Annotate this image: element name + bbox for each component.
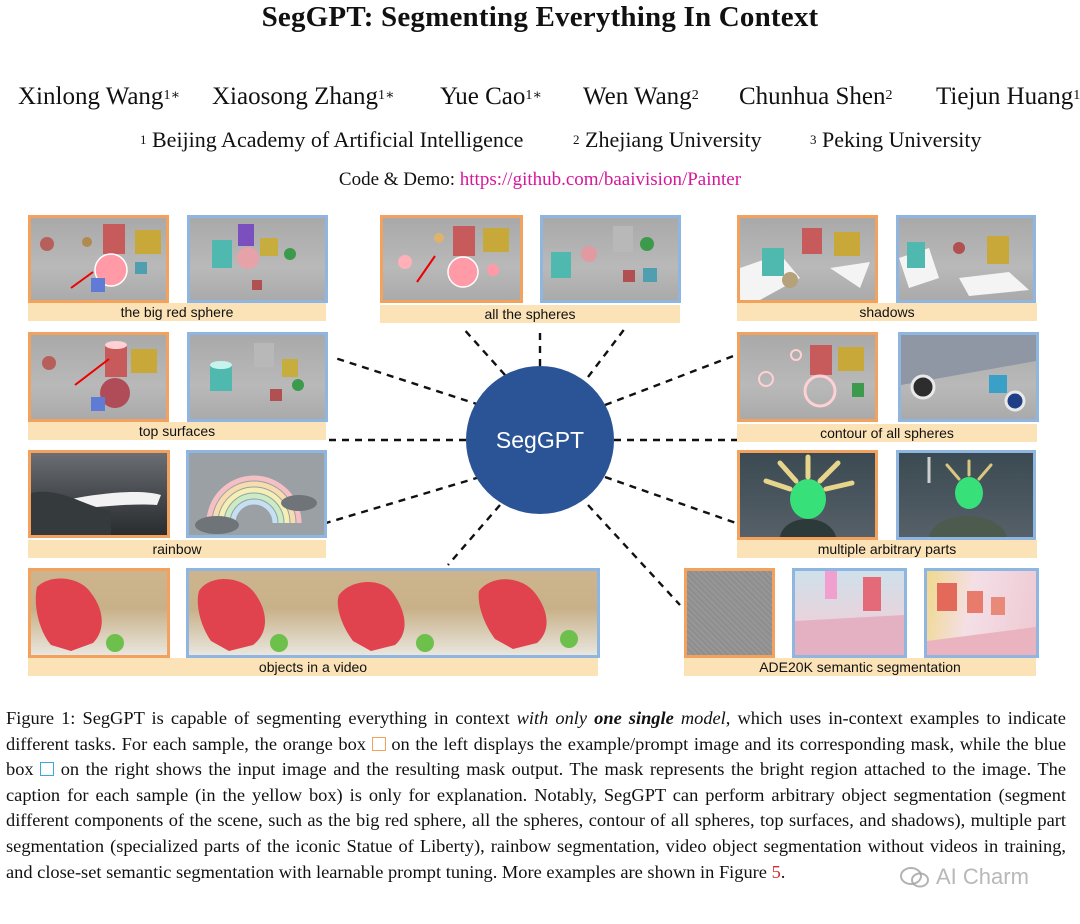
affiliation-1: 1 Beijing Academy of Artificial Intellig… [140, 127, 524, 152]
paper-title: SegGPT: Segmenting Everything In Context [261, 1, 819, 33]
clevr-scene-icon [899, 236, 1029, 296]
clevr-scene-icon [212, 224, 296, 290]
rainbow-icon [195, 475, 317, 534]
connector-line [587, 326, 627, 378]
clevr-scene-icon [740, 228, 870, 300]
caption-figure-label: Figure 1: [6, 708, 76, 728]
connector-line [331, 355, 481, 407]
author-2: Xiaosong Zhang1∗ [212, 83, 395, 110]
prompt-image-big-red-sphere [28, 215, 169, 303]
code-label: Code & Demo: [338, 169, 456, 190]
prompt-image-all-spheres [380, 215, 523, 303]
clevr-scene-icon [42, 341, 157, 411]
connector-line [604, 475, 737, 525]
input-image-shadows [896, 215, 1036, 303]
input-image-rainbow [186, 450, 327, 538]
prompt-frame-video [28, 568, 170, 658]
connector-line [461, 326, 506, 376]
sample-label: ADE20K semantic segmentation [684, 658, 1036, 676]
prompt-image-top-surfaces [28, 332, 169, 422]
cat-frames-icon [197, 579, 578, 652]
input-frames-video [186, 568, 600, 658]
affiliation-2: 2 Zhejiang University [573, 127, 762, 152]
input-image-top-surfaces [187, 332, 328, 422]
author-3: Yue Cao1∗ [440, 83, 542, 110]
author-list: Xinlong Wang1∗ Xiaosong Zhang1∗ Yue Cao1… [0, 82, 1080, 116]
author-4: Wen Wang2 [583, 83, 699, 110]
author-1: Xinlong Wang1∗ [18, 83, 180, 110]
figure-1: SegGPT the big red sphere [0, 205, 1080, 685]
sample-label: shadows [737, 303, 1037, 321]
prompt-image-shadows [737, 215, 878, 303]
code-link[interactable]: https://github.com/baaivision/Painter [459, 169, 742, 190]
input-image-ade20k-2 [924, 568, 1039, 658]
orange-box-icon [371, 736, 386, 751]
input-image-liberty-parts [896, 450, 1036, 540]
input-image-ade20k-1 [792, 568, 907, 658]
clevr-scene-icon [551, 226, 657, 282]
affiliation-3: 3 Peking University [810, 127, 982, 152]
clevr-scene-icon [40, 224, 161, 292]
connector-line [587, 504, 681, 606]
prompt-image-ade20k [684, 568, 775, 658]
input-image-contour-spheres [898, 332, 1039, 422]
statue-icon [927, 457, 1007, 537]
sample-label: multiple arbitrary parts [737, 540, 1037, 558]
connector-line [447, 504, 501, 566]
sample-label: all the spheres [380, 305, 680, 323]
seggpt-hub: SegGPT [466, 366, 614, 514]
clevr-scene-icon [398, 226, 509, 288]
code-line: Code & Demo: https://github.com/baaivisi… [0, 168, 1080, 192]
input-image-all-spheres [540, 215, 681, 303]
sample-label: contour of all spheres [737, 424, 1037, 442]
figure-reference-link[interactable]: 5 [771, 861, 781, 882]
blue-box-icon [40, 762, 55, 777]
gallery-icon [927, 583, 1036, 655]
connector-line [325, 475, 481, 525]
sample-label: top surfaces [28, 422, 326, 440]
clevr-scene-icon [210, 343, 304, 401]
cat-icon [35, 578, 124, 652]
prompt-image-contour-spheres [737, 332, 878, 422]
clevr-scene-icon [901, 335, 1036, 412]
sample-label: the big red sphere [28, 303, 326, 321]
landscape-scene-icon [31, 491, 161, 535]
connector-line [604, 353, 737, 407]
input-image-big-red-sphere [187, 215, 328, 303]
figure-caption: Figure 1: SegGPT is capable of segmentin… [6, 708, 1067, 882]
sample-label: rainbow [28, 540, 326, 558]
room-icon [795, 571, 904, 655]
prompt-image-liberty-parts [737, 450, 878, 540]
clevr-scene-icon [758, 345, 864, 408]
sample-label: objects in a video [28, 658, 598, 676]
author-6: Tiejun Huang1 [936, 83, 1080, 110]
prompt-image-rainbow [28, 450, 170, 538]
connector-lines [325, 326, 740, 606]
wechat-icon [900, 867, 929, 888]
author-5: Chunhua Shen2 [739, 83, 893, 110]
statue-icon [763, 454, 855, 537]
affiliation-list: 1 Beijing Academy of Artificial Intellig… [0, 126, 1080, 156]
watermark: AI Charm [900, 862, 1070, 892]
